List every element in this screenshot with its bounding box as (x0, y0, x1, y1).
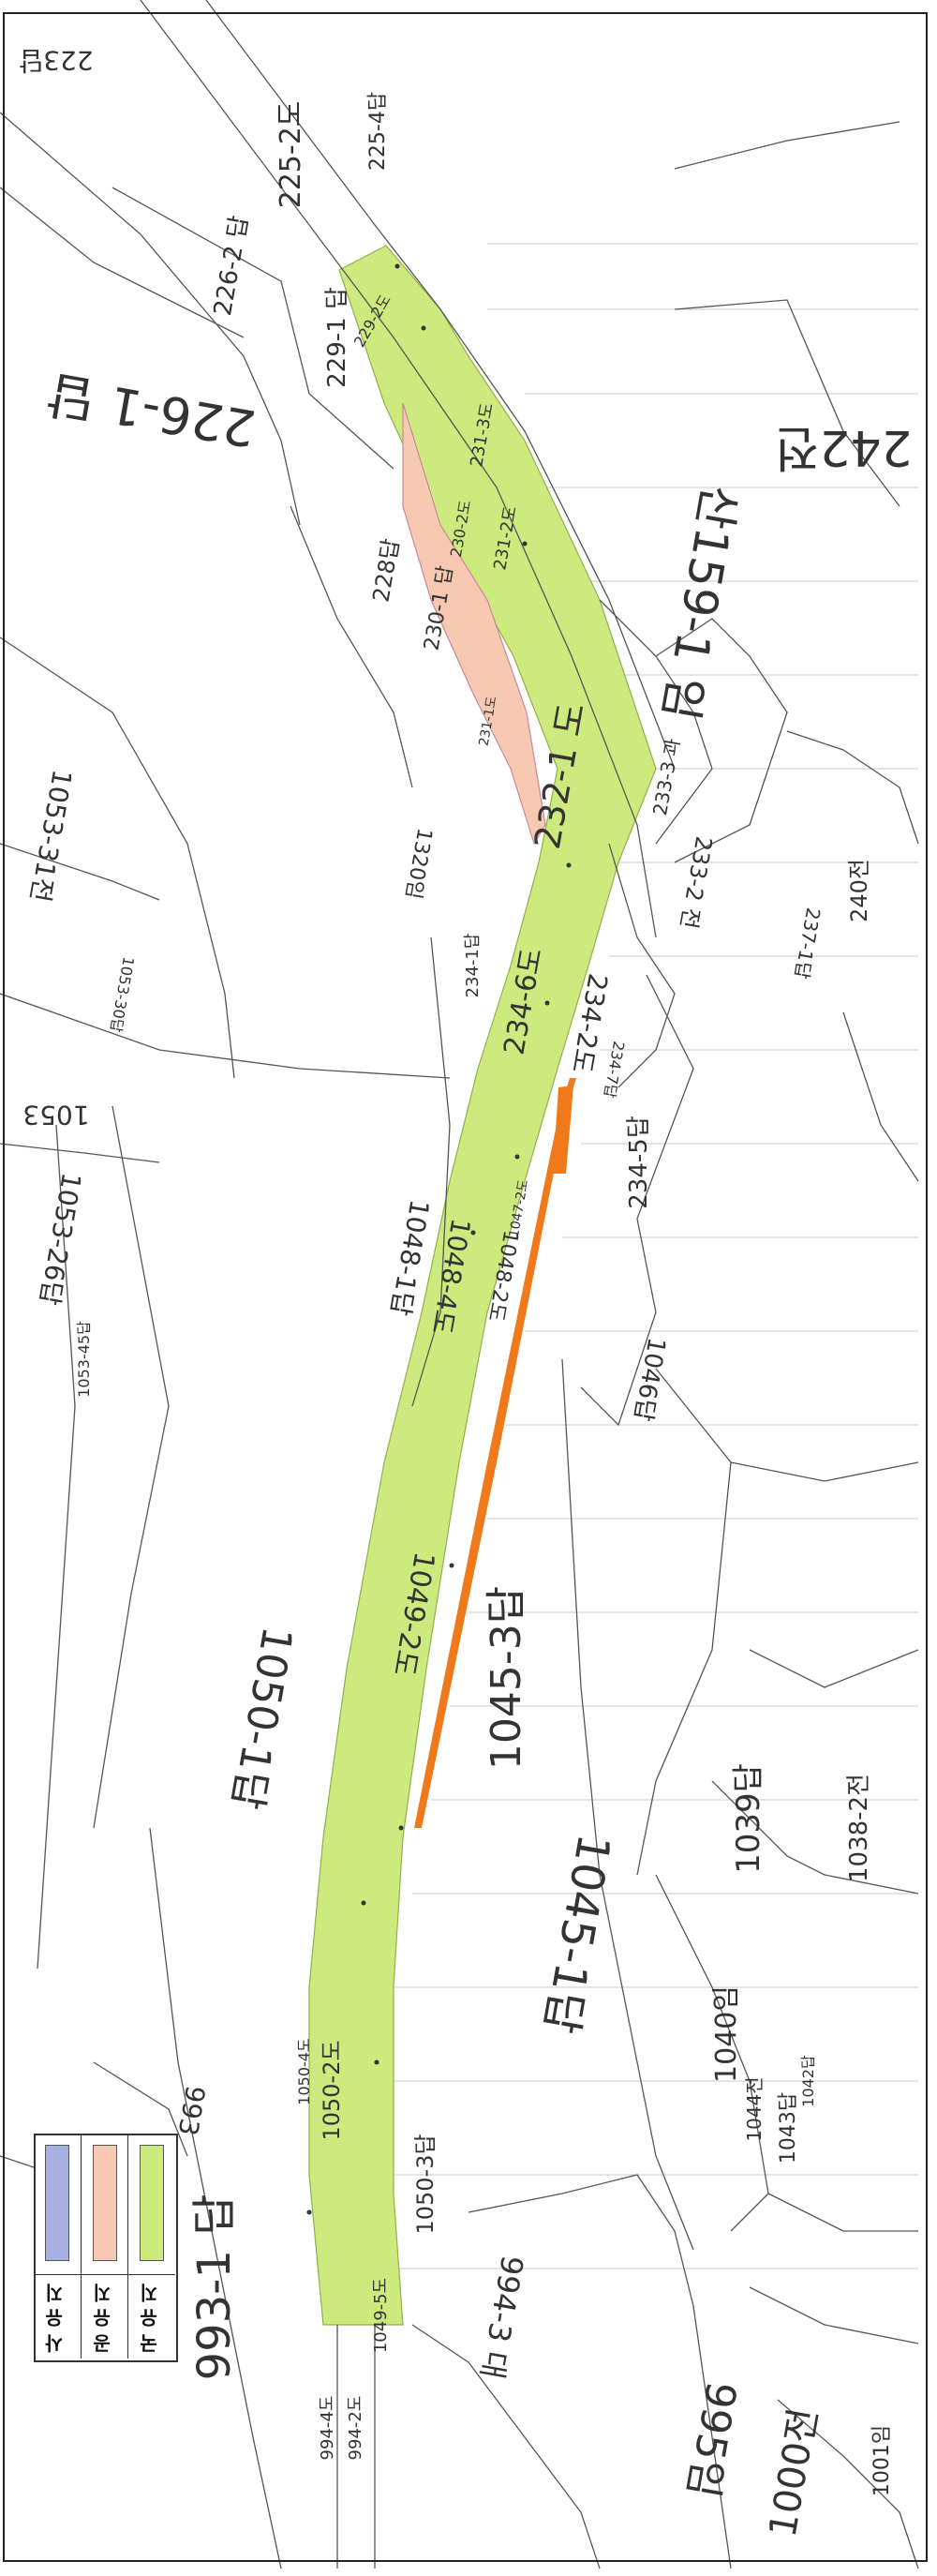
label-993: 993 (171, 2083, 211, 2137)
label-1320: 1320임 (400, 826, 436, 900)
label-1044: 1044전 (743, 2076, 766, 2141)
label-994-4: 994-4도 (318, 2396, 337, 2461)
label-994-2: 994-2도 (346, 2396, 365, 2461)
legend-divider (128, 2274, 175, 2275)
label-225-4: 225-4답 (366, 92, 390, 171)
legend-divider (34, 2274, 81, 2275)
label-1050-4: 1050-4도 (295, 2038, 313, 2104)
legend-item: 사 유 지 (34, 2134, 81, 2359)
label-1038-2: 1038-2전 (845, 1774, 873, 1882)
label-1040: 1040임 (710, 1985, 743, 2083)
orange-strip (414, 1078, 576, 1828)
label-226-1: 226-1 답 (43, 364, 260, 458)
label-993-1: 993-1 답 (188, 2194, 241, 2381)
legend-swatch (45, 2145, 69, 2261)
label-1053-31: 1053-31전 (24, 767, 78, 904)
label-233-3: 233-3 과 (648, 737, 684, 817)
label-234-1: 234-1답 (463, 934, 483, 998)
legend-item: 공 유 지 (81, 2134, 128, 2359)
label-234-7: 234-7답 (601, 1040, 628, 1100)
legend-label: 공 유 지 (92, 2284, 114, 2353)
label-1049-5: 1049-5도 (371, 2278, 391, 2353)
label-1045-3: 1045-3답 (483, 1586, 530, 1770)
label-234-5: 234-5답 (625, 1116, 653, 1208)
map-frame (3, 12, 928, 2562)
orange-strip-small (553, 1086, 573, 1174)
label-1050-2: 1050-2도 (319, 2040, 345, 2140)
label-1053-30: 1053-30답 (107, 955, 138, 1034)
national-land-area (308, 245, 657, 2326)
legend-swatch (93, 2145, 117, 2261)
label-159-1: 산159-1 임 (652, 481, 747, 724)
parcel-boundaries (0, 0, 919, 2569)
label-228: 228답 (367, 537, 404, 605)
legend-swatch (140, 2145, 164, 2261)
legend-label: 국 유 지 (139, 2284, 161, 2353)
label-223: 223답 (19, 45, 93, 76)
legend-item: 국 유 지 (127, 2134, 175, 2359)
legend-divider (82, 2274, 128, 2275)
label-995: 995임 (677, 2378, 745, 2501)
label-242: 242전 (774, 419, 912, 475)
grid-lines (375, 243, 918, 2269)
label-226-2: 226-2 답 (209, 214, 254, 318)
label-1000: 1000전 (762, 2404, 826, 2539)
label-1050-3: 1050-3답 (412, 2134, 439, 2234)
label-240: 240전 (846, 859, 872, 922)
label-994-3: 994-3 대 (474, 2253, 530, 2381)
legend-label: 사 유 지 (44, 2284, 67, 2353)
label-1039: 1039답 (730, 1763, 767, 1874)
label-1053: 1053 (22, 1100, 89, 1131)
label-229-1: 229-1 답 (323, 287, 351, 388)
label-1042: 1042답 (799, 2055, 817, 2107)
label-237: 237-1답 (790, 906, 825, 981)
label-1001: 1001임 (870, 2425, 894, 2496)
label-233-2: 233-2 전 (675, 834, 717, 931)
label-1045-1: 1045-1답 (534, 1830, 620, 2037)
label-1053-26: 1053-26답 (34, 1170, 87, 1307)
label-1043: 1043답 (777, 2092, 800, 2164)
label-1053-45: 1053-45답 (75, 1321, 93, 1398)
survey-points (306, 263, 572, 2215)
label-225-2: 225-2도 (275, 101, 307, 209)
label-1046: 1046답 (628, 1335, 670, 1423)
public-land-area (402, 402, 546, 846)
label-1050-1: 1050-1답 (222, 1623, 301, 1812)
